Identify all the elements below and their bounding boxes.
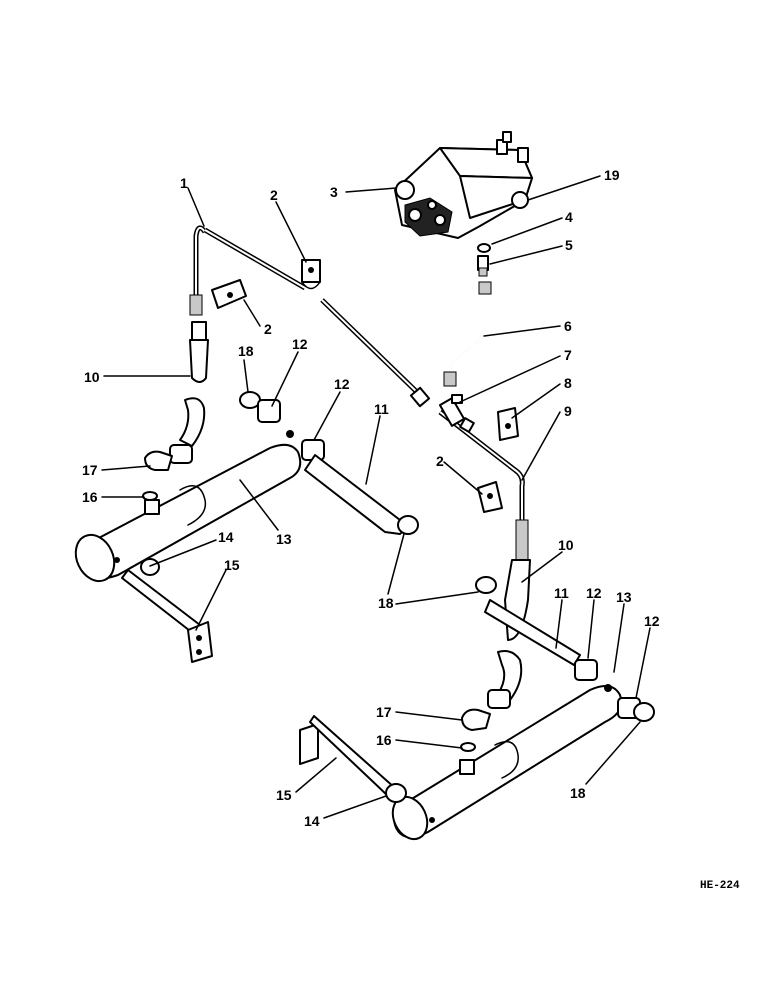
control-valve [394,131,533,239]
bushing-12-a [257,399,281,423]
tube-6 [443,281,492,387]
callout-17-a: 17 [82,462,98,478]
washer-14-right [385,783,407,803]
callout-13-b: 13 [616,589,632,605]
callout-15-a: 15 [224,557,240,573]
callout-8: 8 [564,375,572,391]
tee-fitting-7 [438,394,475,433]
tube-9 [438,410,529,561]
callout-10-b: 10 [558,537,574,553]
callout-3: 3 [330,184,338,200]
callout-14-a: 14 [218,529,234,545]
elbow-fitting-17-left [144,444,193,471]
o-ring-4 [477,243,491,253]
clip-2-b [211,279,247,309]
callout-12-b: 12 [334,376,350,392]
clip-2-c [477,481,503,513]
callout-2-c: 2 [436,453,444,469]
callout-4: 4 [565,209,573,225]
elbow-fitting-17-right [461,708,491,731]
callout-numbers: 1 2 3 19 4 5 2 6 7 8 9 2 10 18 12 12 11 … [82,167,660,829]
washer-14-left [140,558,160,576]
callout-15-b: 15 [276,787,292,803]
washer-16-right [460,742,476,752]
pin-11-left [304,454,419,535]
cylinder-13-left [74,430,302,583]
tube-1 [189,225,431,408]
callout-19: 19 [604,167,620,183]
callout-12-d: 12 [644,613,660,629]
washer-18-c [475,576,497,594]
bracket-8 [497,407,519,441]
callout-7: 7 [564,347,572,363]
pin-15-left [121,569,213,663]
washer-16-left [142,491,158,501]
callout-1: 1 [180,175,188,191]
callout-11-a: 11 [374,401,389,417]
callout-13-a: 13 [276,531,292,547]
figure-code: HE-224 [700,880,740,892]
hose-10-left [179,321,209,447]
callout-16-a: 16 [82,489,98,505]
connector-5 [477,255,489,277]
pin-15-right [299,715,396,797]
callout-16-b: 16 [376,732,392,748]
washer-18-d [633,702,655,722]
hose-upper-right [487,650,523,709]
callout-5: 5 [565,237,573,253]
callout-17-b: 17 [376,704,392,720]
callout-18-a: 18 [238,343,254,359]
callout-2-a: 2 [270,187,278,203]
callout-10-a: 10 [84,369,100,385]
callout-6: 6 [564,318,572,334]
callout-14-b: 14 [304,813,320,829]
clip-2-a [301,259,321,290]
callout-2-b: 2 [264,321,272,337]
cylinder-13-right [391,684,623,841]
callout-11-b: 11 [554,585,569,601]
callout-18-d: 18 [570,785,586,801]
callout-9: 9 [564,403,572,419]
callout-12-c: 12 [586,585,602,601]
bushing-12-c [574,659,598,681]
callout-18-b: 18 [378,595,394,611]
leader-lines [101,175,651,819]
callout-12-a: 12 [292,336,308,352]
